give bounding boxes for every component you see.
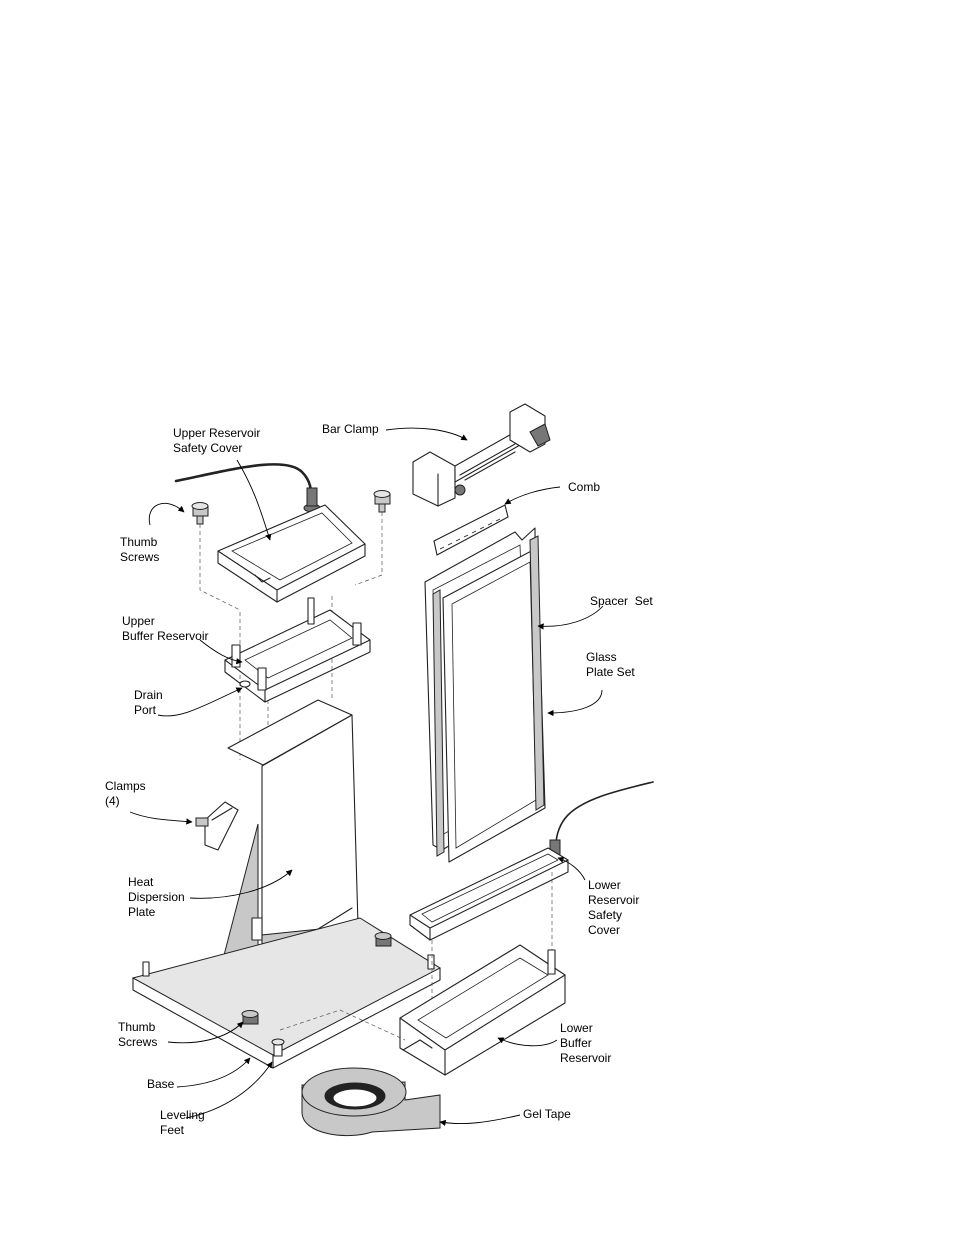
thumb-screw-top-right <box>374 491 390 513</box>
label-gel-tape: Gel Tape <box>523 1107 571 1121</box>
thumb-screw-top-left <box>192 503 208 525</box>
callout-labels: Upper Reservoir Safety Cover Bar Clamp C… <box>105 422 653 1137</box>
label-upper-buffer-reservoir: Upper Buffer Reservoir <box>122 614 208 643</box>
label-leveling-feet: Leveling Feet <box>160 1108 208 1137</box>
upper-reservoir-safety-cover <box>176 464 365 602</box>
upper-buffer-reservoir <box>225 598 370 702</box>
label-bar-clamp: Bar Clamp <box>322 422 379 436</box>
base <box>133 918 440 1068</box>
gel-tape-roll <box>302 1068 440 1136</box>
leveling-foot <box>272 1039 284 1056</box>
label-lower-buffer-reservoir: Lower Buffer Reservoir <box>560 1021 611 1065</box>
label-thumb-screws-bottom: Thumb Screws <box>118 1020 159 1049</box>
label-comb: Comb <box>568 480 600 494</box>
label-drain-port: Drain Port <box>134 688 166 717</box>
clamp <box>196 802 238 850</box>
label-lower-reservoir-safety-cover: Lower Reservoir Safety Cover <box>588 878 643 937</box>
label-spacer-set: Spacer Set <box>590 594 653 608</box>
label-glass-plate-set: Glass Plate Set <box>586 650 635 679</box>
thumb-screw-bottom-right <box>375 933 391 947</box>
label-thumb-screws-top: Thumb Screws <box>120 535 161 564</box>
label-clamps: Clamps (4) <box>105 779 149 808</box>
thumb-screw-bottom-center <box>242 1011 258 1025</box>
label-base: Base <box>147 1077 175 1091</box>
label-upper-reservoir-safety-cover: Upper Reservoir Safety Cover <box>173 426 264 455</box>
bar-clamp <box>413 404 550 506</box>
label-heat-dispersion-plate: Heat Dispersion Plate <box>128 875 188 919</box>
